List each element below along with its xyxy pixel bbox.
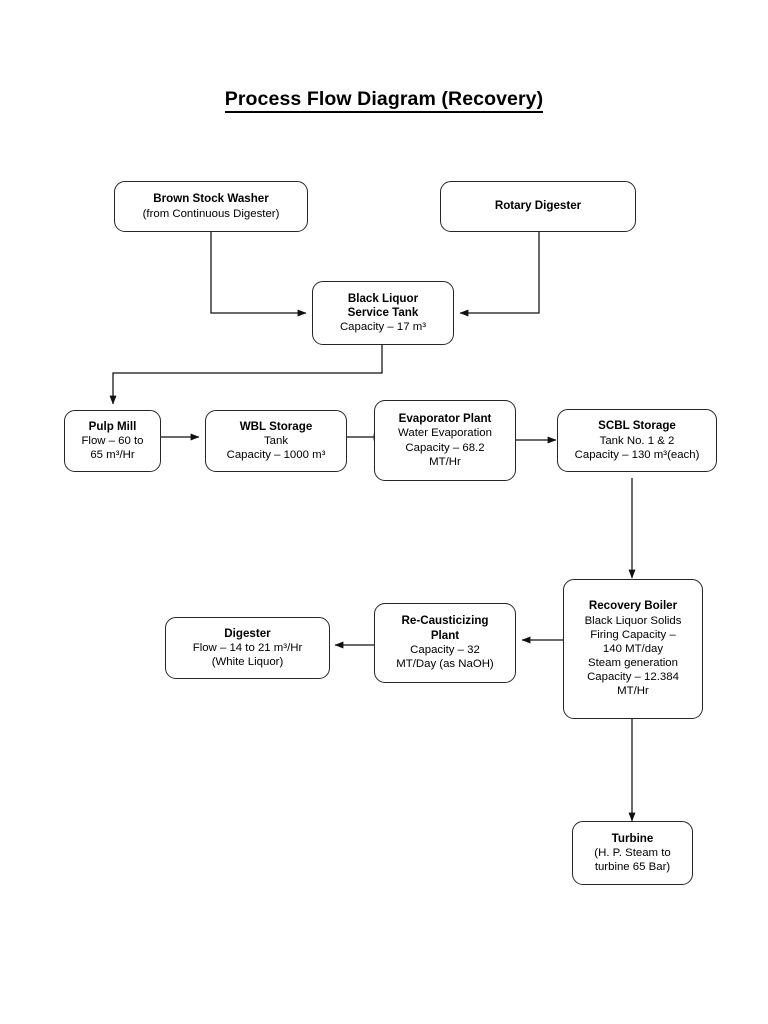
node-scbl-storage-detail: Tank No. 1 & 2 Capacity – 130 m³(each) xyxy=(574,434,700,461)
node-turbine-detail: (H. P. Steam to turbine 65 Bar) xyxy=(594,847,671,874)
edge-rotary-digester-to-black-liquor-service-tank xyxy=(459,232,540,317)
node-pulp-mill-detail: Flow – 60 to 65 m³/Hr xyxy=(81,435,144,462)
node-re-causticizing-plant[interactable]: Re-Causticizing Plant Capacity – 32 MT/D… xyxy=(374,603,516,683)
node-evaporator-plant-detail: Water Evaporation Capacity – 68.2 MT/Hr xyxy=(398,427,492,468)
node-brown-stock-washer-title: Brown Stock Washer xyxy=(153,192,269,206)
edge-black-liquor-service-tank-to-pulp-mill xyxy=(109,345,383,405)
node-digester[interactable]: Digester Flow – 14 to 21 m³/Hr (White Li… xyxy=(165,617,330,679)
page-title-text: Process Flow Diagram (Recovery) xyxy=(224,88,544,113)
node-turbine[interactable]: Turbine (H. P. Steam to turbine 65 Bar) xyxy=(572,821,693,885)
node-recovery-boiler[interactable]: Recovery Boiler Black Liquor Solids Firi… xyxy=(563,579,703,719)
node-wbl-storage[interactable]: WBL Storage Tank Capacity – 1000 m³ xyxy=(205,410,347,472)
node-digester-detail: Flow – 14 to 21 m³/Hr (White Liquor) xyxy=(192,642,303,669)
node-brown-stock-washer[interactable]: Brown Stock Washer (from Continuous Dige… xyxy=(114,181,308,232)
node-pulp-mill[interactable]: Pulp Mill Flow – 60 to 65 m³/Hr xyxy=(64,410,161,472)
page-title: Process Flow Diagram (Recovery) xyxy=(0,88,768,113)
node-brown-stock-washer-detail: (from Continuous Digester) xyxy=(142,207,280,220)
node-wbl-storage-title: WBL Storage xyxy=(239,419,313,433)
node-recovery-boiler-title: Recovery Boiler xyxy=(588,599,678,613)
edge-brown-stock-washer-to-black-liquor-service-tank xyxy=(210,232,307,317)
node-black-liquor-service-tank-detail: Capacity – 17 m³ xyxy=(339,321,427,334)
node-rotary-digester[interactable]: Rotary Digester xyxy=(440,181,636,232)
node-scbl-storage[interactable]: SCBL Storage Tank No. 1 & 2 Capacity – 1… xyxy=(557,409,717,472)
node-recovery-boiler-detail: Black Liquor Solids Firing Capacity – 14… xyxy=(584,614,682,698)
node-wbl-storage-detail: Tank Capacity – 1000 m³ xyxy=(226,435,326,462)
node-re-causticizing-plant-title: Re-Causticizing Plant xyxy=(401,614,489,642)
node-rotary-digester-title: Rotary Digester xyxy=(494,199,582,213)
node-evaporator-plant[interactable]: Evaporator Plant Water Evaporation Capac… xyxy=(374,400,516,481)
node-turbine-title: Turbine xyxy=(611,831,654,845)
node-scbl-storage-title: SCBL Storage xyxy=(598,419,676,433)
node-black-liquor-service-tank-title: Black Liquor Service Tank xyxy=(347,291,419,319)
node-evaporator-plant-title: Evaporator Plant xyxy=(398,412,492,426)
node-black-liquor-service-tank[interactable]: Black Liquor Service Tank Capacity – 17 … xyxy=(312,281,454,345)
node-re-causticizing-plant-detail: Capacity – 32 MT/Day (as NaOH) xyxy=(396,644,494,671)
node-digester-title: Digester xyxy=(224,626,271,640)
node-pulp-mill-title: Pulp Mill xyxy=(88,419,137,433)
